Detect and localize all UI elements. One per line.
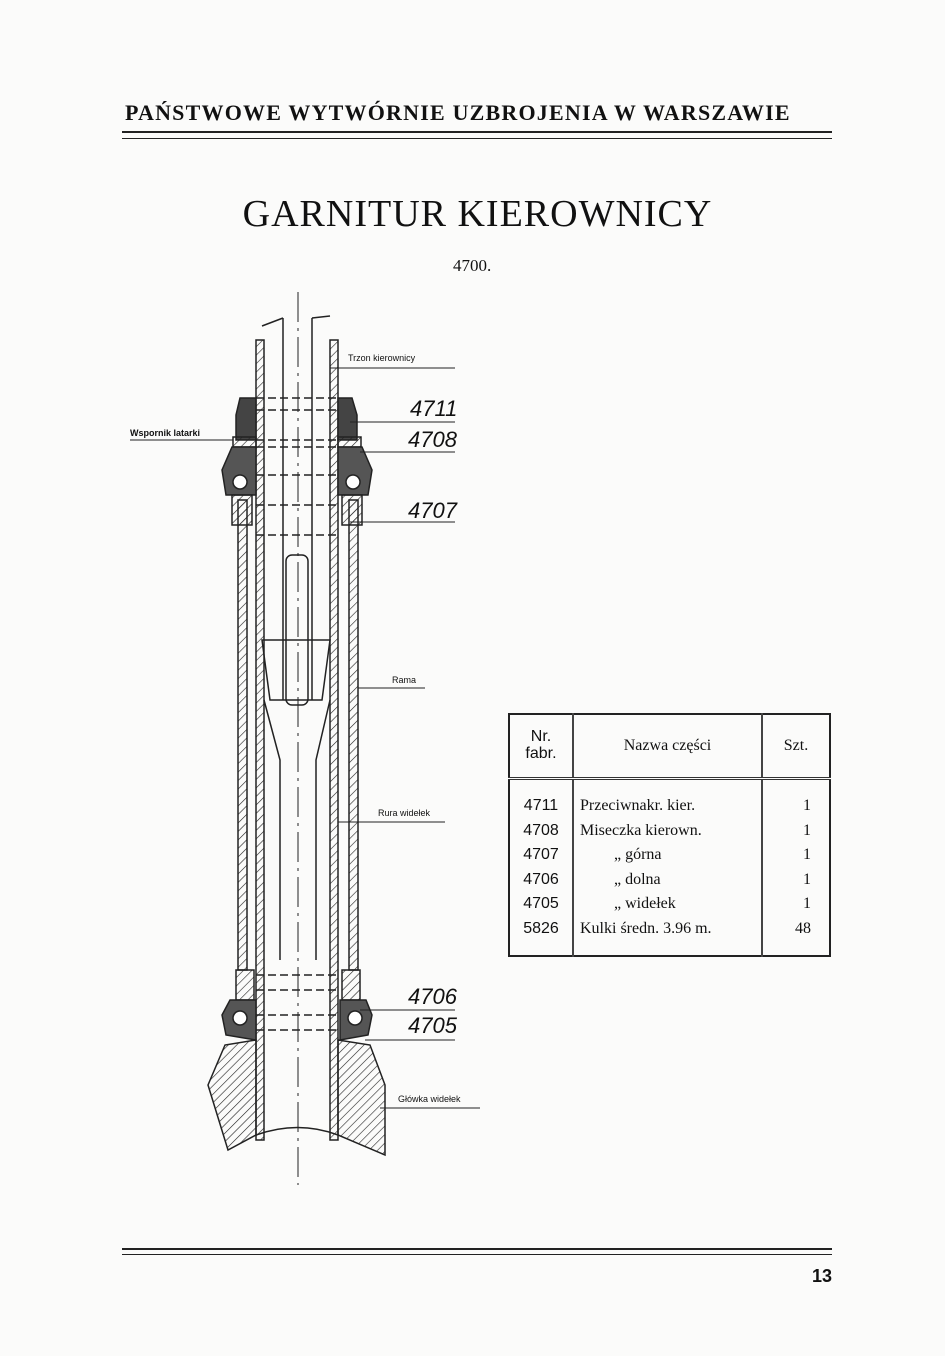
label-frame: Rama: [392, 675, 417, 685]
cell-qty: 1: [761, 818, 830, 843]
header-nr-line1: Nr.: [530, 728, 552, 746]
assembly-number: 4700.: [453, 256, 492, 275]
label-steerer: Trzon kierownicy: [348, 353, 416, 363]
cell-qty: 1: [761, 843, 830, 868]
part-label-4708: 4708: [408, 427, 457, 452]
label-fork-crown: Główka widełek: [398, 1094, 461, 1104]
part-label-4711: 4711: [410, 396, 458, 421]
parts-table-header: Nr.fabr. Nazwa części Szt.: [509, 714, 830, 780]
table-row: 4711 Przeciwnakr. kier.1: [509, 778, 830, 819]
page-number: 13: [812, 1266, 833, 1286]
cell-qty: 1: [761, 867, 830, 892]
cell-nr: 4706: [523, 870, 559, 888]
cell-name: „ dolna: [572, 867, 762, 892]
header-nr-line2: fabr.: [525, 745, 557, 762]
table-row: 4708 Miseczka kierown.1: [509, 818, 830, 843]
cell-qty: 1: [761, 778, 830, 819]
header-qty: Szt.: [761, 714, 830, 780]
header-name: Nazwa części: [572, 714, 762, 780]
footer-rule: [122, 1248, 832, 1250]
cell-name: Miseczka kierown.: [572, 818, 762, 843]
label-lamp-bracket: Wspornik latarki: [130, 428, 201, 438]
cell-name: „ widełek: [572, 892, 762, 917]
cell-nr: 4708: [523, 821, 559, 839]
footer-rule-thin: [122, 1254, 832, 1255]
cell-nr: 4711: [523, 797, 559, 815]
page-header: PAŃSTWOWE WYTWÓRNIE UZBROJENIA W WARSZAW…: [125, 100, 791, 125]
cell-nr: 4705: [523, 895, 559, 913]
cell-name: Przeciwnakr. kier.: [572, 778, 762, 819]
cell-qty: 1: [761, 892, 830, 917]
part-label-4706: 4706: [408, 984, 457, 1009]
page-title: GARNITUR KIEROWNICY: [242, 193, 713, 235]
cell-nr: 5826: [523, 919, 559, 937]
header-rule-thin: [122, 138, 832, 139]
cell-name: Kulki średn. 3.96 m.: [572, 916, 762, 956]
cell-nr: 4707: [523, 846, 559, 864]
parts-table: Nr.fabr. Nazwa części Szt. 4711 Przeciwna…: [508, 713, 831, 957]
part-label-4707: 4707: [408, 498, 457, 523]
label-fork-tube: Rura widełek: [378, 808, 431, 818]
part-label-4705: 4705: [408, 1013, 457, 1038]
header-nr: Nr.fabr.: [509, 714, 573, 780]
cell-name: „ górna: [572, 843, 762, 868]
table-row: 5826 Kulki średn. 3.96 m.48: [509, 916, 830, 956]
cell-qty: 48: [761, 916, 830, 956]
header-rule: [122, 131, 832, 133]
